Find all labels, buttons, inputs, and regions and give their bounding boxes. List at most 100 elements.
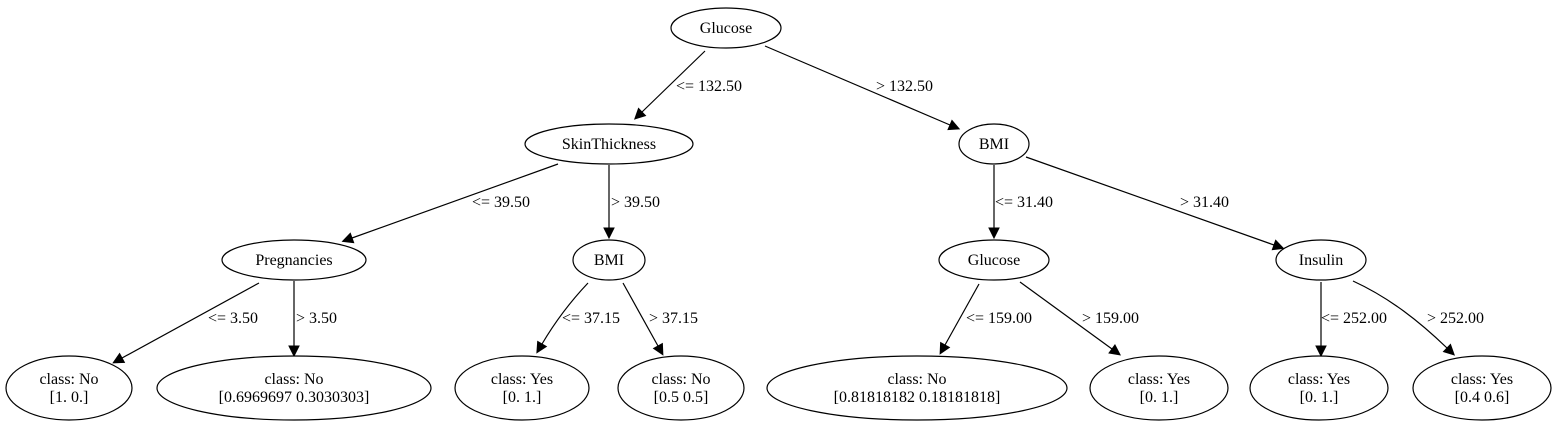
arrowhead (341, 232, 355, 244)
edge-line (622, 282, 659, 347)
edge-line (1019, 281, 1113, 350)
class-distribution: [0. 1.] (1300, 389, 1339, 406)
leaf-node-l6: class: Yes[0. 1.] (1089, 355, 1229, 421)
feature-label: BMI (594, 252, 624, 269)
arrowhead (288, 345, 300, 358)
class-label: class: No (264, 371, 323, 388)
class-distribution: [0.5 0.5] (654, 389, 709, 406)
edge-n2-n6: > 31.40 (1025, 156, 1285, 251)
node-ellipse (1089, 355, 1229, 421)
class-distribution: [0.4 0.6] (1455, 389, 1510, 406)
edge-n6-l8: > 252.00 (1352, 280, 1484, 356)
feature-label: SkinThickness (562, 136, 656, 153)
edge-n6-l7: <= 252.00 (1315, 282, 1387, 358)
leaf-node-l1: class: No[1. 0.] (5, 355, 133, 421)
feature-label: Glucose (968, 252, 1020, 269)
edge-line (944, 283, 980, 346)
class-label: class: Yes (491, 371, 553, 388)
edge-label: > 252.00 (1427, 310, 1484, 327)
edge-n5-l6: > 159.00 (1019, 281, 1139, 356)
edge-n2-n5: <= 31.40 (988, 165, 1053, 240)
split-node-n1: SkinThickness (524, 123, 694, 165)
edge-line (641, 50, 706, 113)
node-ellipse (5, 355, 133, 421)
class-label: class: No (39, 371, 98, 388)
node-ellipse (156, 355, 432, 421)
split-node-n2: BMI (958, 123, 1030, 165)
edge-label: > 3.50 (296, 310, 337, 327)
edge-label: <= 3.50 (208, 310, 258, 327)
class-distribution: [0.81818182 0.18181818] (834, 389, 1001, 406)
leaf-node-l2: class: No[0.6969697 0.3030303] (156, 355, 432, 421)
node-ellipse (524, 123, 694, 165)
node-ellipse (221, 239, 367, 281)
arrowhead (603, 227, 615, 240)
edge-n4-l4: > 37.15 (622, 282, 698, 356)
leaf-node-l7: class: Yes[0. 1.] (1249, 355, 1389, 421)
arrowhead (536, 340, 548, 354)
class-distribution: [0. 1.] (503, 389, 542, 406)
edge-line (1025, 156, 1275, 246)
edge-label: > 37.15 (649, 310, 698, 327)
feature-label: Glucose (700, 20, 752, 37)
split-node-n5: Glucose (938, 239, 1050, 281)
class-distribution: [0. 1.] (1140, 389, 1179, 406)
arrowhead (1271, 239, 1285, 251)
arrowhead (652, 342, 664, 356)
edge-label: <= 37.15 (562, 310, 620, 327)
node-ellipse (766, 355, 1068, 421)
edge-root-n2: > 132.50 (764, 45, 961, 131)
edge-line (351, 163, 559, 239)
class-distribution: [0.6969697 0.3030303] (219, 389, 370, 406)
class-label: class: No (651, 371, 710, 388)
edges-layer: <= 132.50 > 132.50 <= 39.50 > 39.50 <= 31.40… (112, 45, 1484, 364)
feature-label: Pregnancies (255, 252, 332, 269)
split-node-n6: Insulin (1275, 239, 1367, 281)
feature-label: Insulin (1299, 252, 1343, 269)
arrowhead (947, 119, 961, 131)
node-ellipse (572, 239, 646, 281)
edge-line (541, 282, 589, 345)
leaf-node-l5: class: No[0.81818182 0.18181818] (766, 355, 1068, 421)
edge-line (1352, 280, 1448, 349)
edge-label: <= 39.50 (472, 194, 530, 211)
node-ellipse (1275, 239, 1367, 281)
edge-n1-n4: > 39.50 (603, 165, 660, 240)
edge-n3-l2: > 3.50 (288, 281, 337, 358)
arrowhead (634, 107, 647, 120)
node-ellipse (938, 239, 1050, 281)
leaf-node-l8: class: Yes[0.4 0.6] (1412, 355, 1552, 421)
arrowhead (1108, 344, 1121, 356)
class-label: class: No (887, 371, 946, 388)
class-label: class: Yes (1128, 371, 1190, 388)
edge-label: <= 252.00 (1321, 310, 1387, 327)
node-ellipse (454, 355, 590, 421)
arrowhead (988, 227, 1000, 240)
arrowhead (939, 341, 951, 355)
node-ellipse (670, 7, 782, 49)
class-label: class: Yes (1288, 371, 1350, 388)
node-ellipse (617, 355, 745, 421)
leaf-node-l3: class: Yes[0. 1.] (454, 355, 590, 421)
leaf-node-l4: class: No[0.5 0.5] (617, 355, 745, 421)
edge-label: > 159.00 (1082, 310, 1139, 327)
split-node-n4: BMI (572, 239, 646, 281)
edge-n3-l1: <= 3.50 (112, 282, 260, 364)
split-node-root: Glucose (670, 7, 782, 49)
node-ellipse (1412, 355, 1552, 421)
edge-line (764, 45, 951, 126)
edge-n5-l5: <= 159.00 (939, 283, 1032, 355)
node-ellipse (958, 123, 1030, 165)
class-distribution: [1. 0.] (50, 389, 89, 406)
edge-label: > 132.50 (876, 78, 933, 95)
edge-label: <= 31.40 (995, 194, 1053, 211)
edge-n1-n3: <= 39.50 (341, 163, 559, 244)
edge-label: <= 159.00 (966, 310, 1032, 327)
edge-n4-l3: <= 37.15 (536, 282, 620, 354)
arrowhead (1442, 343, 1456, 356)
class-label: class: Yes (1451, 371, 1513, 388)
feature-label: BMI (979, 136, 1009, 153)
edge-label: <= 132.50 (676, 78, 742, 95)
edge-label: > 31.40 (1180, 194, 1229, 211)
